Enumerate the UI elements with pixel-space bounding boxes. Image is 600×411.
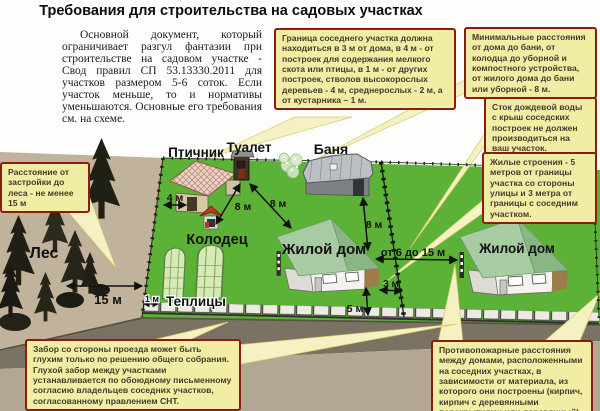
distance-1m: 1 м — [145, 294, 160, 304]
callout-fence-rules: Забор со стороны проезда может быть глух… — [25, 339, 241, 411]
distance-8m-bath: 8 м — [366, 219, 383, 231]
bush — [278, 152, 303, 179]
label-greenhouses: Теплицы — [166, 294, 226, 309]
distance-15m: 15 м — [94, 292, 122, 307]
intro-paragraph: Основной документ, который ограничивает … — [62, 29, 262, 125]
callout-forest-distance: Расстояние от застройки до леса - не мен… — [0, 162, 90, 214]
callout-dwelling-setbacks: Жилые строения - 5 метров от границы уча… — [482, 152, 597, 224]
distance-6-15m: от 6 до 15 м — [381, 247, 445, 259]
distance-4m: 4 м — [167, 192, 184, 204]
callout-min-distances: Минимальные расстояния от дома до бани, … — [464, 27, 597, 99]
distance-8m-well: 8 м — [235, 201, 252, 213]
callout-beams — [57, 79, 600, 366]
distance-3m: 3 м — [383, 279, 399, 290]
label-neighbor-house: Жилой дом — [478, 241, 555, 256]
distance-arrows — [65, 182, 459, 317]
label-forest: Лес — [30, 245, 59, 262]
page-title: Требования для строительства на садовых … — [39, 3, 423, 19]
label-bath: Баня — [314, 141, 348, 157]
label-well: Колодец — [186, 232, 247, 248]
distance-8m-house: 8 м — [270, 198, 287, 210]
label-toilet: Туалет — [227, 140, 272, 155]
label-main-house: Жилой дом — [281, 241, 366, 258]
callout-fire-distances: Противопожарные расстояния между домами,… — [431, 340, 593, 411]
distance-5m: 5 м — [347, 303, 364, 315]
callout-rainwater: Сток дождевой воды с крыш соседских пост… — [484, 97, 597, 159]
bathhouse — [302, 153, 374, 197]
forest-trees — [0, 138, 121, 331]
callout-neighbor-boundary: Граница соседнего участка должна находит… — [274, 28, 456, 111]
toilet-outhouse — [230, 150, 255, 181]
label-poultry: Птичник — [168, 145, 224, 160]
